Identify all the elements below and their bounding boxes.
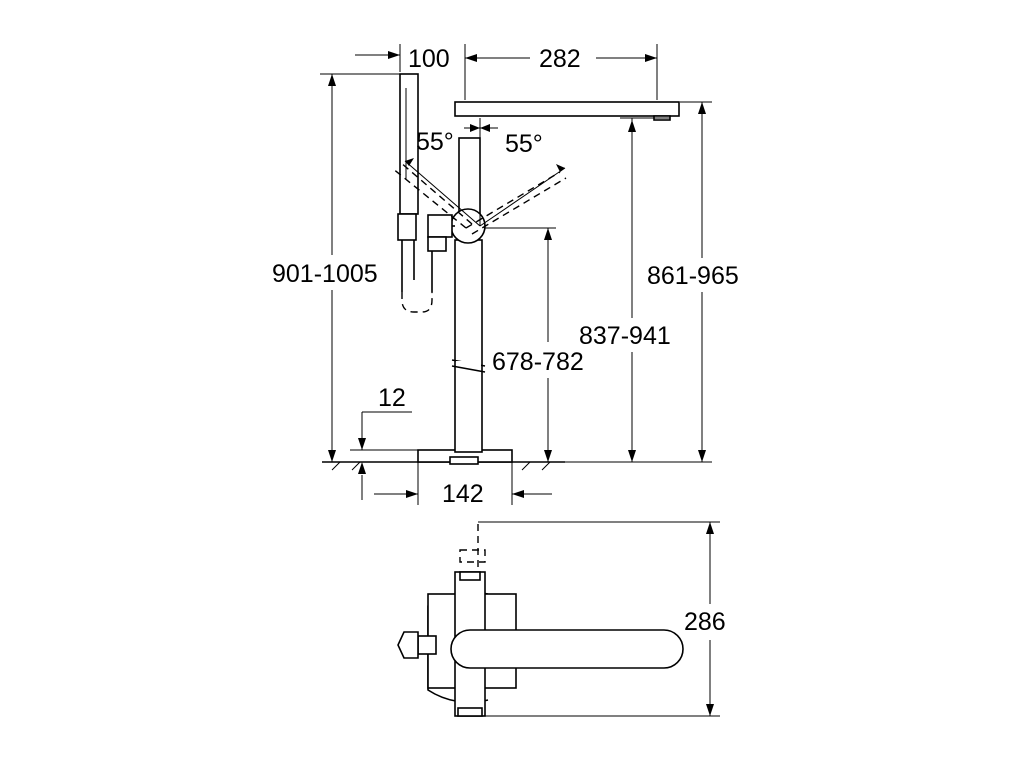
dim-base-width: [374, 462, 552, 505]
label-plan-depth: 286: [684, 608, 726, 636]
spout-arm: [454, 101, 680, 117]
shower-hose: [401, 240, 433, 292]
dim-spout-outlet-height: [620, 117, 670, 462]
plan-spout-outlet: [459, 571, 481, 581]
label-angle-right: 55°: [505, 130, 543, 158]
dim-handshower-width: [355, 44, 401, 72]
dim-base-thickness: [350, 411, 418, 500]
label-handshower-width: 100: [408, 45, 450, 73]
handle-rotation-lines: [391, 118, 567, 235]
plan-handshower-dashed: [459, 524, 486, 572]
floor-hatch: [331, 461, 551, 471]
label-handle-axis-height: 678-782: [492, 348, 584, 376]
dim-plan-depth: [478, 521, 720, 717]
upper-column: [458, 137, 481, 219]
dim-spout-top-height: [560, 101, 712, 463]
hose-connector-nut: [427, 236, 447, 252]
plan-view: 286: [397, 521, 726, 717]
plan-connector-nut: [397, 631, 419, 659]
label-total-height: 901-1005: [272, 260, 378, 288]
label-angle-left: 55°: [416, 128, 454, 156]
plan-lever-handle: [450, 629, 684, 669]
label-spout-reach: 282: [539, 45, 581, 73]
label-spout-outlet-height: 837-941: [579, 322, 671, 350]
hand-shower-handle: [397, 213, 417, 241]
side-elevation-view: 100 282 55° 55° 901-1005 861-965 837-941…: [272, 44, 739, 508]
dim-spout-reach: [464, 44, 658, 100]
shower-hose-loop: [401, 292, 433, 313]
label-spout-top-height: 861-965: [647, 262, 739, 290]
plan-hose-connector: [417, 635, 437, 655]
base-outlet: [449, 456, 479, 465]
label-base-width: 142: [442, 480, 484, 508]
label-base-thickness: 12: [378, 384, 406, 412]
dim-total-height: [320, 73, 400, 462]
dim-handle-axis-height: [485, 227, 556, 462]
plan-column-bottom: [457, 707, 483, 717]
riser-column: [454, 239, 483, 453]
hose-connector: [427, 214, 453, 238]
